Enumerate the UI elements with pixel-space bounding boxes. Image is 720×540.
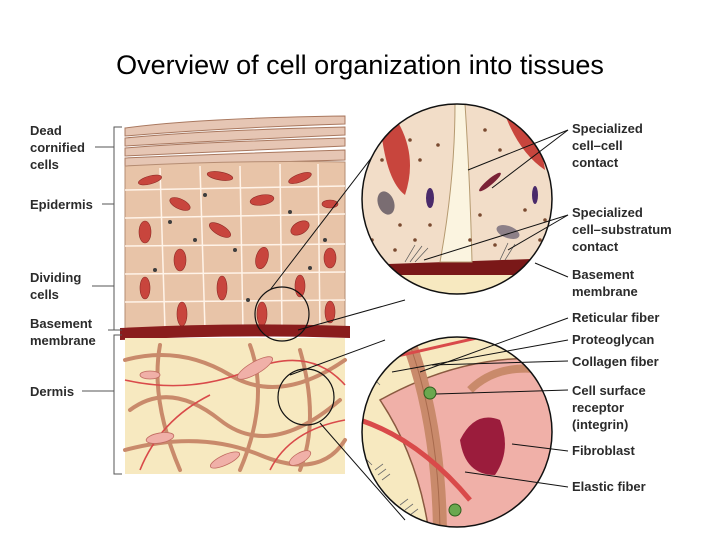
label-reticular-fiber: Reticular fiber [572, 310, 659, 325]
page-title: Overview of cell organization into tissu… [116, 50, 604, 80]
dermis-fibroblasts [139, 356, 312, 469]
tissue-block [120, 115, 350, 474]
label-dermis: Dermis [30, 384, 74, 399]
label-fibroblast: Fibroblast [572, 443, 636, 458]
magnified-dermis [361, 336, 553, 528]
cornified-layer [124, 115, 346, 167]
zoom-circle-epidermis [254, 286, 310, 342]
epidermal-nuclei [138, 171, 339, 327]
label-cell-cell-contact: Specialized cell–cell contact [572, 121, 646, 170]
right-leaders [391, 129, 569, 488]
zoom-connectors [269, 139, 406, 521]
label-cell-substratum-contact: Specialized cell–substratum contact [572, 205, 675, 254]
basement-membrane-band [120, 324, 350, 340]
label-proteoglycan: Proteoglycan [572, 332, 654, 347]
label-basement-membrane-right: Basement membrane [572, 267, 638, 299]
label-dead-cornified-cells: Dead cornified cells [30, 123, 89, 172]
label-elastic-fiber: Elastic fiber [572, 479, 646, 494]
label-cell-surface-receptor: Cell surface receptor (integrin) [572, 383, 649, 432]
magnified-epidermis [361, 103, 553, 295]
left-brackets [82, 126, 122, 475]
dermis-collagen [123, 343, 347, 472]
label-dividing-cells: Dividing cells [30, 270, 85, 302]
label-basement-membrane-left: Basement membrane [30, 316, 96, 348]
label-epidermis: Epidermis [30, 197, 93, 212]
epidermal-cells [124, 163, 346, 331]
label-collagen-fiber: Collagen fiber [572, 354, 659, 369]
